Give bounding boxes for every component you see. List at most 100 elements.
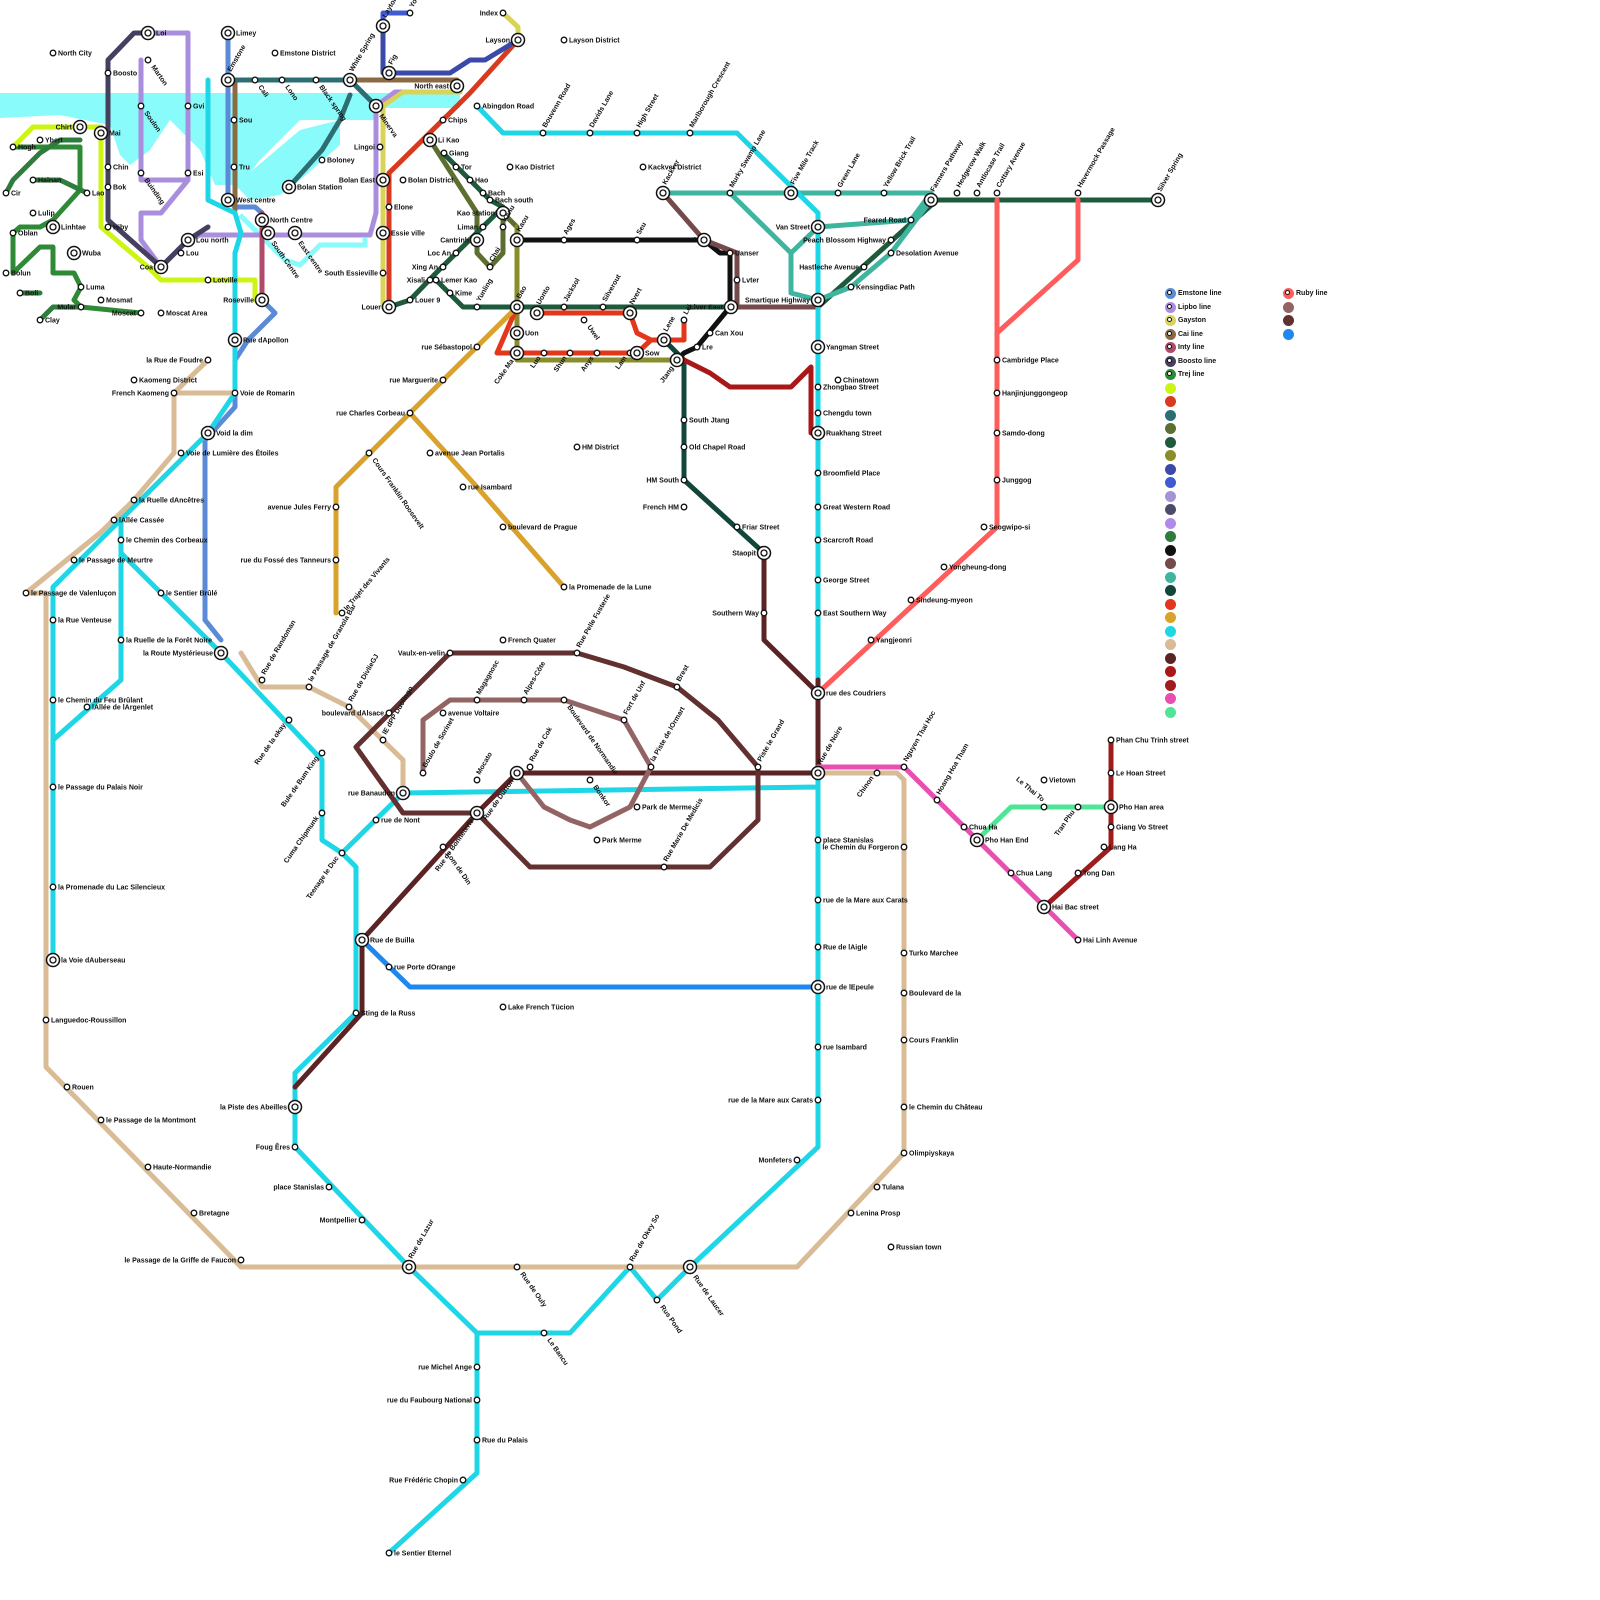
station-zhongbao-street[interactable]: Zhongbao Street: [814, 383, 879, 392]
stop-marker[interactable]: [639, 163, 647, 171]
station-rue-s-bastopol[interactable]: rue Sébastopol: [421, 343, 481, 352]
station-ruakhang-street[interactable]: Ruakhang Street: [810, 425, 883, 441]
station-rue-de-la-mare-aux-carats[interactable]: rue de la Mare aux Carats: [728, 1096, 822, 1105]
stop-marker[interactable]: [620, 716, 628, 724]
station-kao-district[interactable]: Kao District: [506, 163, 555, 172]
station-rue-isambard[interactable]: rue Isambard: [814, 1043, 867, 1052]
station-languedoc-roussillon[interactable]: Languedoc-Roussillon: [42, 1016, 126, 1025]
station-giang-vo-street[interactable]: Giang Vo Street: [1107, 823, 1169, 832]
stop-marker[interactable]: [673, 683, 681, 691]
stop-marker[interactable]: [566, 349, 574, 357]
station-elone[interactable]: Elone: [385, 203, 413, 212]
stop-marker[interactable]: [560, 36, 568, 44]
station-havermock-passage[interactable]: Havermock Passage: [1074, 126, 1117, 197]
stop-marker[interactable]: [973, 189, 981, 197]
station-liman[interactable]: Liman: [457, 223, 487, 232]
station-kensingdiac-path[interactable]: Kensingdiac Path: [847, 283, 915, 292]
station-french-quater[interactable]: French Quater: [499, 636, 556, 645]
station-rouen[interactable]: Rouen: [63, 1083, 94, 1092]
stop-marker[interactable]: [406, 409, 414, 417]
station-nvert[interactable]: Nvert: [622, 286, 645, 321]
stop-marker[interactable]: [271, 49, 279, 57]
station-sindeung-myeon[interactable]: Sindeung-myeon: [907, 596, 973, 605]
stop-marker[interactable]: [760, 609, 768, 617]
stop-marker[interactable]: [680, 316, 688, 324]
stop-marker[interactable]: [9, 143, 17, 151]
stop-marker[interactable]: [1074, 936, 1082, 944]
stop-marker[interactable]: [446, 289, 454, 297]
stop-marker[interactable]: [104, 223, 112, 231]
stop-marker[interactable]: [379, 736, 387, 744]
stop-marker[interactable]: [399, 176, 407, 184]
stop-marker[interactable]: [230, 163, 238, 171]
stop-marker[interactable]: [586, 129, 594, 137]
station-staopit[interactable]: Staopit: [732, 545, 772, 561]
station-bok[interactable]: Bok: [104, 183, 126, 192]
station-monfeters[interactable]: Monfeters: [759, 1156, 801, 1165]
station-desolation-avenue[interactable]: Desolation Avenue: [887, 249, 959, 258]
station-kao-station[interactable]: Kao station: [457, 205, 511, 221]
stop-marker[interactable]: [426, 449, 434, 457]
station-hiby[interactable]: Hiby: [104, 223, 128, 232]
stop-marker[interactable]: [473, 343, 481, 351]
station-kol[interactable]: Kol: [685, 232, 712, 248]
station-green-lane[interactable]: Green Lane: [834, 152, 862, 197]
stop-marker[interactable]: [36, 136, 44, 144]
stop-marker[interactable]: [130, 376, 138, 384]
stop-marker[interactable]: [1107, 769, 1115, 777]
stop-marker[interactable]: [960, 823, 968, 831]
stop-marker[interactable]: [814, 576, 822, 584]
station-bach-south[interactable]: Bach south: [486, 196, 533, 205]
stop-marker[interactable]: [36, 316, 44, 324]
station-uwel[interactable]: Uwel: [580, 316, 600, 342]
stop-marker[interactable]: [2, 189, 10, 197]
stop-marker[interactable]: [104, 69, 112, 77]
stop-marker[interactable]: [814, 836, 822, 844]
station-le-chemin-des-corbeaux[interactable]: le Chemin des Corbeaux: [117, 536, 208, 545]
stop-marker[interactable]: [278, 76, 286, 84]
station-le-passage-de-meurtre[interactable]: le Passage de Meurtre: [70, 556, 153, 565]
stop-marker[interactable]: [332, 556, 340, 564]
station-bouvenn-road[interactable]: Bouvenn Road: [539, 83, 572, 137]
station-park-merme[interactable]: Park Merme: [593, 836, 642, 845]
station-hoang-hoa-tham[interactable]: Hoang Hoa Tham: [933, 743, 971, 804]
stop-marker[interactable]: [473, 1436, 481, 1444]
station-le-passage-de-la-montmont[interactable]: le Passage de la Montmont: [97, 1116, 197, 1125]
stop-marker[interactable]: [1074, 869, 1082, 877]
stop-marker[interactable]: [520, 696, 528, 704]
stop-marker[interactable]: [473, 102, 481, 110]
station-broomfield-place[interactable]: Broomfield Place: [814, 469, 880, 478]
station-louer-9[interactable]: Louer 9: [406, 296, 440, 305]
station-seogwipo-si[interactable]: Seogwipo-si: [980, 523, 1030, 532]
stop-marker[interactable]: [97, 296, 105, 304]
station-xing-an[interactable]: Xing An: [412, 263, 447, 272]
stop-marker[interactable]: [686, 129, 694, 137]
stop-marker[interactable]: [466, 176, 474, 184]
stop-marker[interactable]: [814, 409, 822, 417]
station-friar-street[interactable]: Friar Street: [733, 523, 780, 532]
stop-marker[interactable]: [953, 189, 961, 197]
stop-marker[interactable]: [358, 1216, 366, 1224]
stop-marker[interactable]: [258, 676, 266, 684]
station-marlborough-crescent[interactable]: Marlborough Crescent: [686, 60, 732, 137]
station-boulo-de-sorinet[interactable]: Boulo de Sorinet: [419, 716, 456, 777]
station-boli[interactable]: Boli: [16, 289, 38, 298]
station-rue-isambard[interactable]: rue Isambard: [459, 483, 512, 492]
station-li-kao[interactable]: Li Kao: [422, 132, 460, 148]
station-lou[interactable]: Lou: [177, 249, 199, 258]
station-la-ruelle-danc-tres[interactable]: la Ruelle dAncêtres: [130, 496, 204, 505]
station-layton[interactable]: Layton: [375, 0, 400, 34]
stop-marker[interactable]: [993, 429, 1001, 437]
station-limey[interactable]: Limey: [220, 25, 257, 41]
station-lao[interactable]: Lao: [83, 189, 104, 198]
stop-marker[interactable]: [9, 229, 17, 237]
station-turko-marchee[interactable]: Turko Marchee: [900, 949, 958, 958]
station-hao[interactable]: Hao: [466, 176, 488, 185]
station-great-western-road[interactable]: Great Western Road: [814, 503, 890, 512]
stop-marker[interactable]: [900, 949, 908, 957]
stop-marker[interactable]: [560, 303, 568, 311]
stop-marker[interactable]: [633, 236, 641, 244]
stop-marker[interactable]: [49, 783, 57, 791]
stop-marker[interactable]: [426, 276, 434, 284]
station-alpes-c-te[interactable]: Alpes-Côte: [520, 660, 547, 704]
